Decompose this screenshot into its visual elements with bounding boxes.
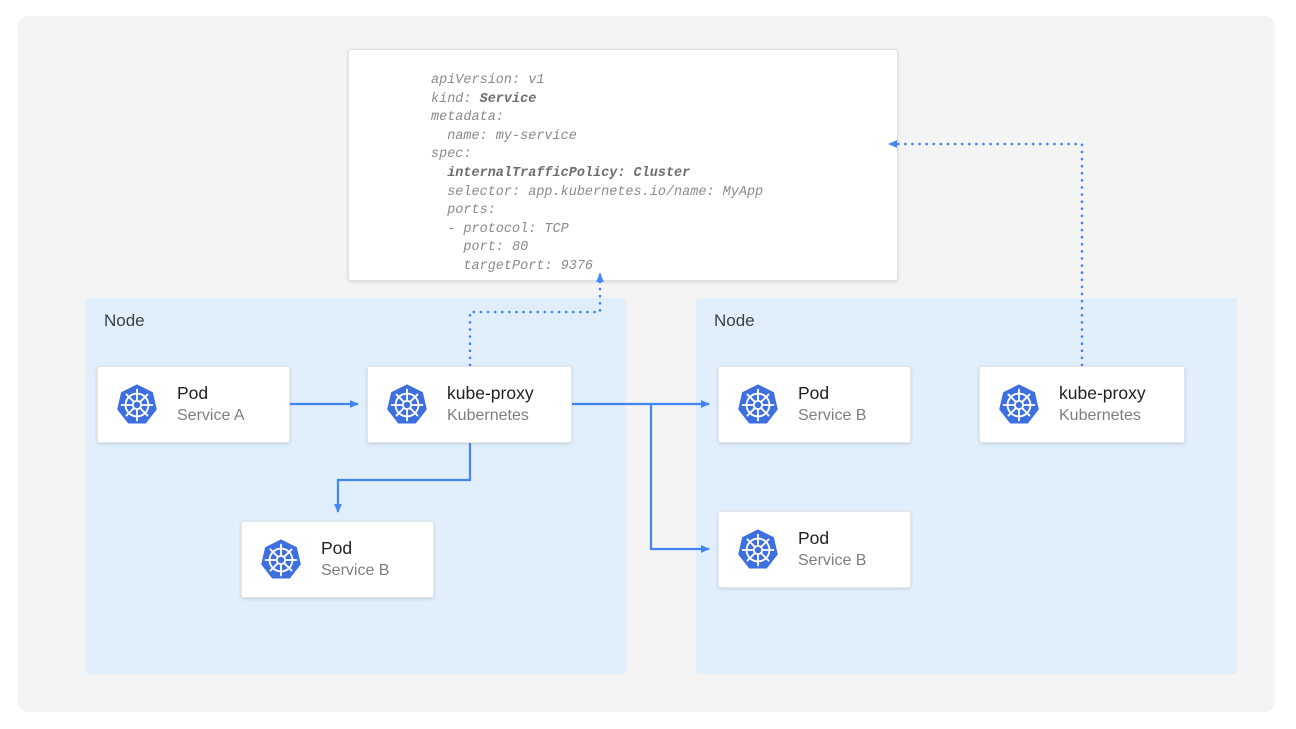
card-pod-service-a[interactable]: Pod Service A xyxy=(97,366,290,443)
code-line: ports: xyxy=(431,203,496,219)
code-line: name: my-service xyxy=(431,128,577,144)
code-line: targetPort: 9376 xyxy=(431,258,594,274)
code-line: - protocol: TCP xyxy=(431,221,569,237)
kubernetes-logo-icon xyxy=(738,528,778,568)
card-title: kube-proxy xyxy=(1059,383,1146,403)
card-subtitle: Service A xyxy=(177,407,245,424)
card-pod-service-b-remote-top[interactable]: Pod Service B xyxy=(718,366,911,443)
card-title: Pod xyxy=(321,538,353,558)
card-title: Pod xyxy=(798,528,830,548)
card-subtitle: Service B xyxy=(798,552,867,569)
code-line: spec: xyxy=(431,147,472,163)
code-line: internalTrafficPolicy: Cluster xyxy=(447,165,691,181)
card-subtitle: Kubernetes xyxy=(1059,407,1141,424)
kubernetes-logo-icon xyxy=(738,383,778,423)
service-manifest-code: apiVersion: v1 kind: Service metadata: nam… xyxy=(431,72,763,277)
card-title: Pod xyxy=(177,383,209,403)
card-kube-proxy-right[interactable]: kube-proxy Kubernetes xyxy=(979,366,1185,443)
card-title: Pod xyxy=(798,383,830,403)
node-container-left: Node xyxy=(86,298,626,674)
node-label: Node xyxy=(104,311,145,330)
code-line: port: 80 xyxy=(431,240,529,256)
code-line: metadata: xyxy=(431,110,504,126)
card-subtitle: Service B xyxy=(321,562,390,579)
code-line: apiVersion: v1 xyxy=(431,73,545,88)
code-line: kind: Service xyxy=(431,91,537,107)
node-label: Node xyxy=(714,311,755,330)
kubernetes-logo-icon xyxy=(117,383,157,423)
kubernetes-logo-icon xyxy=(261,538,301,578)
card-pod-service-b-left[interactable]: Pod Service B xyxy=(241,521,434,598)
card-subtitle: Service B xyxy=(798,407,867,424)
service-manifest-card: apiVersion: v1 kind: Service metadata: nam… xyxy=(348,49,898,281)
card-kube-proxy-left[interactable]: kube-proxy Kubernetes xyxy=(367,366,572,443)
code-line: selector: app.kubernetes.io/name: MyApp xyxy=(431,184,764,200)
card-title: kube-proxy xyxy=(447,383,534,403)
diagram-canvas: apiVersion: v1 kind: Service metadata: nam… xyxy=(18,16,1275,712)
card-subtitle: Kubernetes xyxy=(447,407,529,424)
node-container-right: Node xyxy=(696,298,1237,674)
kubernetes-logo-icon xyxy=(387,383,427,423)
card-pod-service-b-remote-bottom[interactable]: Pod Service B xyxy=(718,511,911,588)
kubernetes-logo-icon xyxy=(999,383,1039,423)
